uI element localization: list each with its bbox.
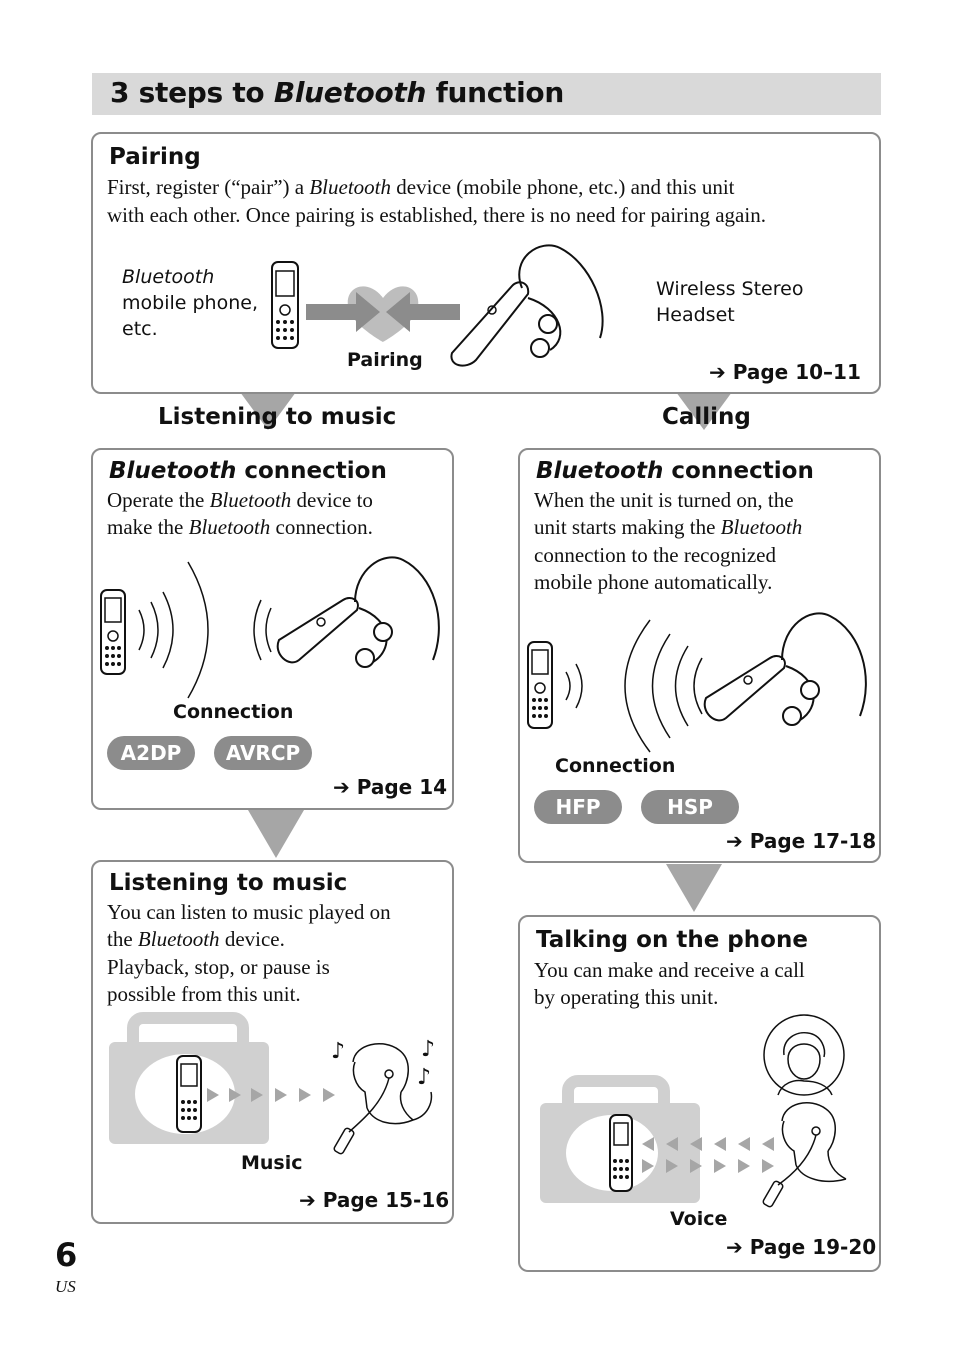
call-connection-box: Bluetooth connection When the unit is tu… (518, 448, 881, 863)
mobile-phone-icon (176, 1055, 202, 1133)
listening-illustration: ♪ ♪ ♪ (109, 1012, 435, 1155)
call-connection-line1: When the unit is turned on, the (534, 488, 794, 512)
headset-icon (703, 612, 867, 726)
talking-line1: You can make and receive a call (534, 958, 805, 982)
page-region: US (55, 1277, 76, 1296)
signal-waves-icon (565, 619, 703, 753)
pairing-page-ref: ➔ Page 10–11 (709, 360, 861, 384)
mobile-phone-icon (271, 261, 299, 349)
pairing-box: Pairing First, register (“pair”) a Bluet… (91, 132, 881, 394)
receive-arrows-icon (642, 1137, 774, 1151)
voice-label: Voice (670, 1208, 728, 1230)
listening-line1: You can listen to music played on (107, 900, 391, 924)
arrow-to-listen-connection (240, 392, 296, 430)
talking-line2: by operating this unit. (534, 985, 719, 1009)
talking-box: Talking on the phone You can make and re… (518, 915, 881, 1272)
listening-line4: possible from this unit. (107, 982, 301, 1006)
pairing-title: Pairing (109, 144, 201, 170)
music-connection-title: Bluetooth connection (109, 458, 387, 484)
pairing-illustration (271, 244, 604, 367)
call-connection-line2: unit starts making the Bluetooth (534, 515, 803, 539)
music-note-icon: ♪ ♪ ♪ (331, 1037, 435, 1090)
call-connection-line3: connection to the recognized (534, 543, 776, 567)
call-connection-page-ref: ➔ Page 17-18 (726, 829, 877, 853)
music-connection-page-ref: ➔ Page 14 (333, 775, 448, 799)
talking-title: Talking on the phone (536, 927, 808, 953)
svg-text:♪: ♪ (421, 1037, 435, 1062)
branch-heading-calling: Calling (662, 404, 751, 430)
music-connection-box: Bluetooth connection Operate the Bluetoo… (91, 448, 454, 810)
listening-title: Listening to music (109, 870, 348, 896)
page-number: 6 (55, 1236, 78, 1274)
listening-line3: Playback, stop, or pause is (107, 955, 330, 979)
branch-heading-music: Listening to music (158, 404, 397, 430)
call-connection-line4: mobile phone automatically. (534, 570, 773, 594)
talker-person-icon (762, 1102, 847, 1208)
listening-line2: the Bluetooth device. (107, 927, 285, 951)
mobile-phone-icon (100, 589, 126, 675)
pairing-heart-icon (306, 286, 460, 342)
arrow-to-call-connection (676, 392, 732, 430)
music-label: Music (241, 1152, 303, 1174)
listening-page-ref: ➔ Page 15-16 (299, 1188, 450, 1212)
profile-badge-avrcp: AVRCP (214, 736, 312, 770)
listening-box: Listening to music You can listen to mus… (91, 860, 454, 1224)
talking-illustration (540, 1014, 847, 1208)
profile-badge-hsp: HSP (641, 790, 739, 824)
mobile-phone-icon (609, 1114, 633, 1192)
listener-person-icon (333, 1043, 433, 1155)
pairing-text-line2: with each other. Once pairing is establi… (107, 203, 766, 227)
headset-icon (276, 556, 440, 668)
mobile-phone-icon (527, 641, 553, 729)
play-arrows-icon (207, 1088, 335, 1102)
music-connection-line1: Operate the Bluetooth device to (107, 488, 373, 512)
music-connection-illustration (100, 556, 440, 699)
headset-icon (450, 244, 604, 367)
pairing-phone-label: Bluetooth mobile phone, etc. (122, 266, 258, 340)
pairing-text-line1: First, register (“pair”) a Bluetooth dev… (107, 175, 735, 199)
section-title: 3 steps to Bluetooth function (110, 76, 565, 109)
send-arrows-icon (642, 1159, 774, 1173)
call-connection-illustration (527, 612, 867, 753)
call-connection-label: Connection (555, 755, 676, 777)
arrow-to-talking (666, 864, 722, 912)
profile-badge-hfp: HFP (534, 790, 622, 824)
section-title-bar: 3 steps to Bluetooth function (92, 73, 881, 115)
call-connection-title: Bluetooth connection (536, 458, 814, 484)
pairing-center-label: Pairing (347, 349, 423, 371)
caller-bubble-icon (763, 1014, 845, 1096)
profile-badge-a2dp: A2DP (107, 736, 195, 770)
headset-label: Wireless Stereo Headset (656, 278, 804, 326)
talking-page-ref: ➔ Page 19-20 (726, 1235, 877, 1259)
music-connection-label: Connection (173, 701, 294, 723)
music-connection-line2: make the Bluetooth connection. (107, 515, 373, 539)
svg-text:♪: ♪ (417, 1065, 431, 1090)
signal-waves-icon (138, 561, 272, 699)
arrow-to-listening (248, 810, 304, 858)
svg-text:♪: ♪ (331, 1039, 345, 1064)
